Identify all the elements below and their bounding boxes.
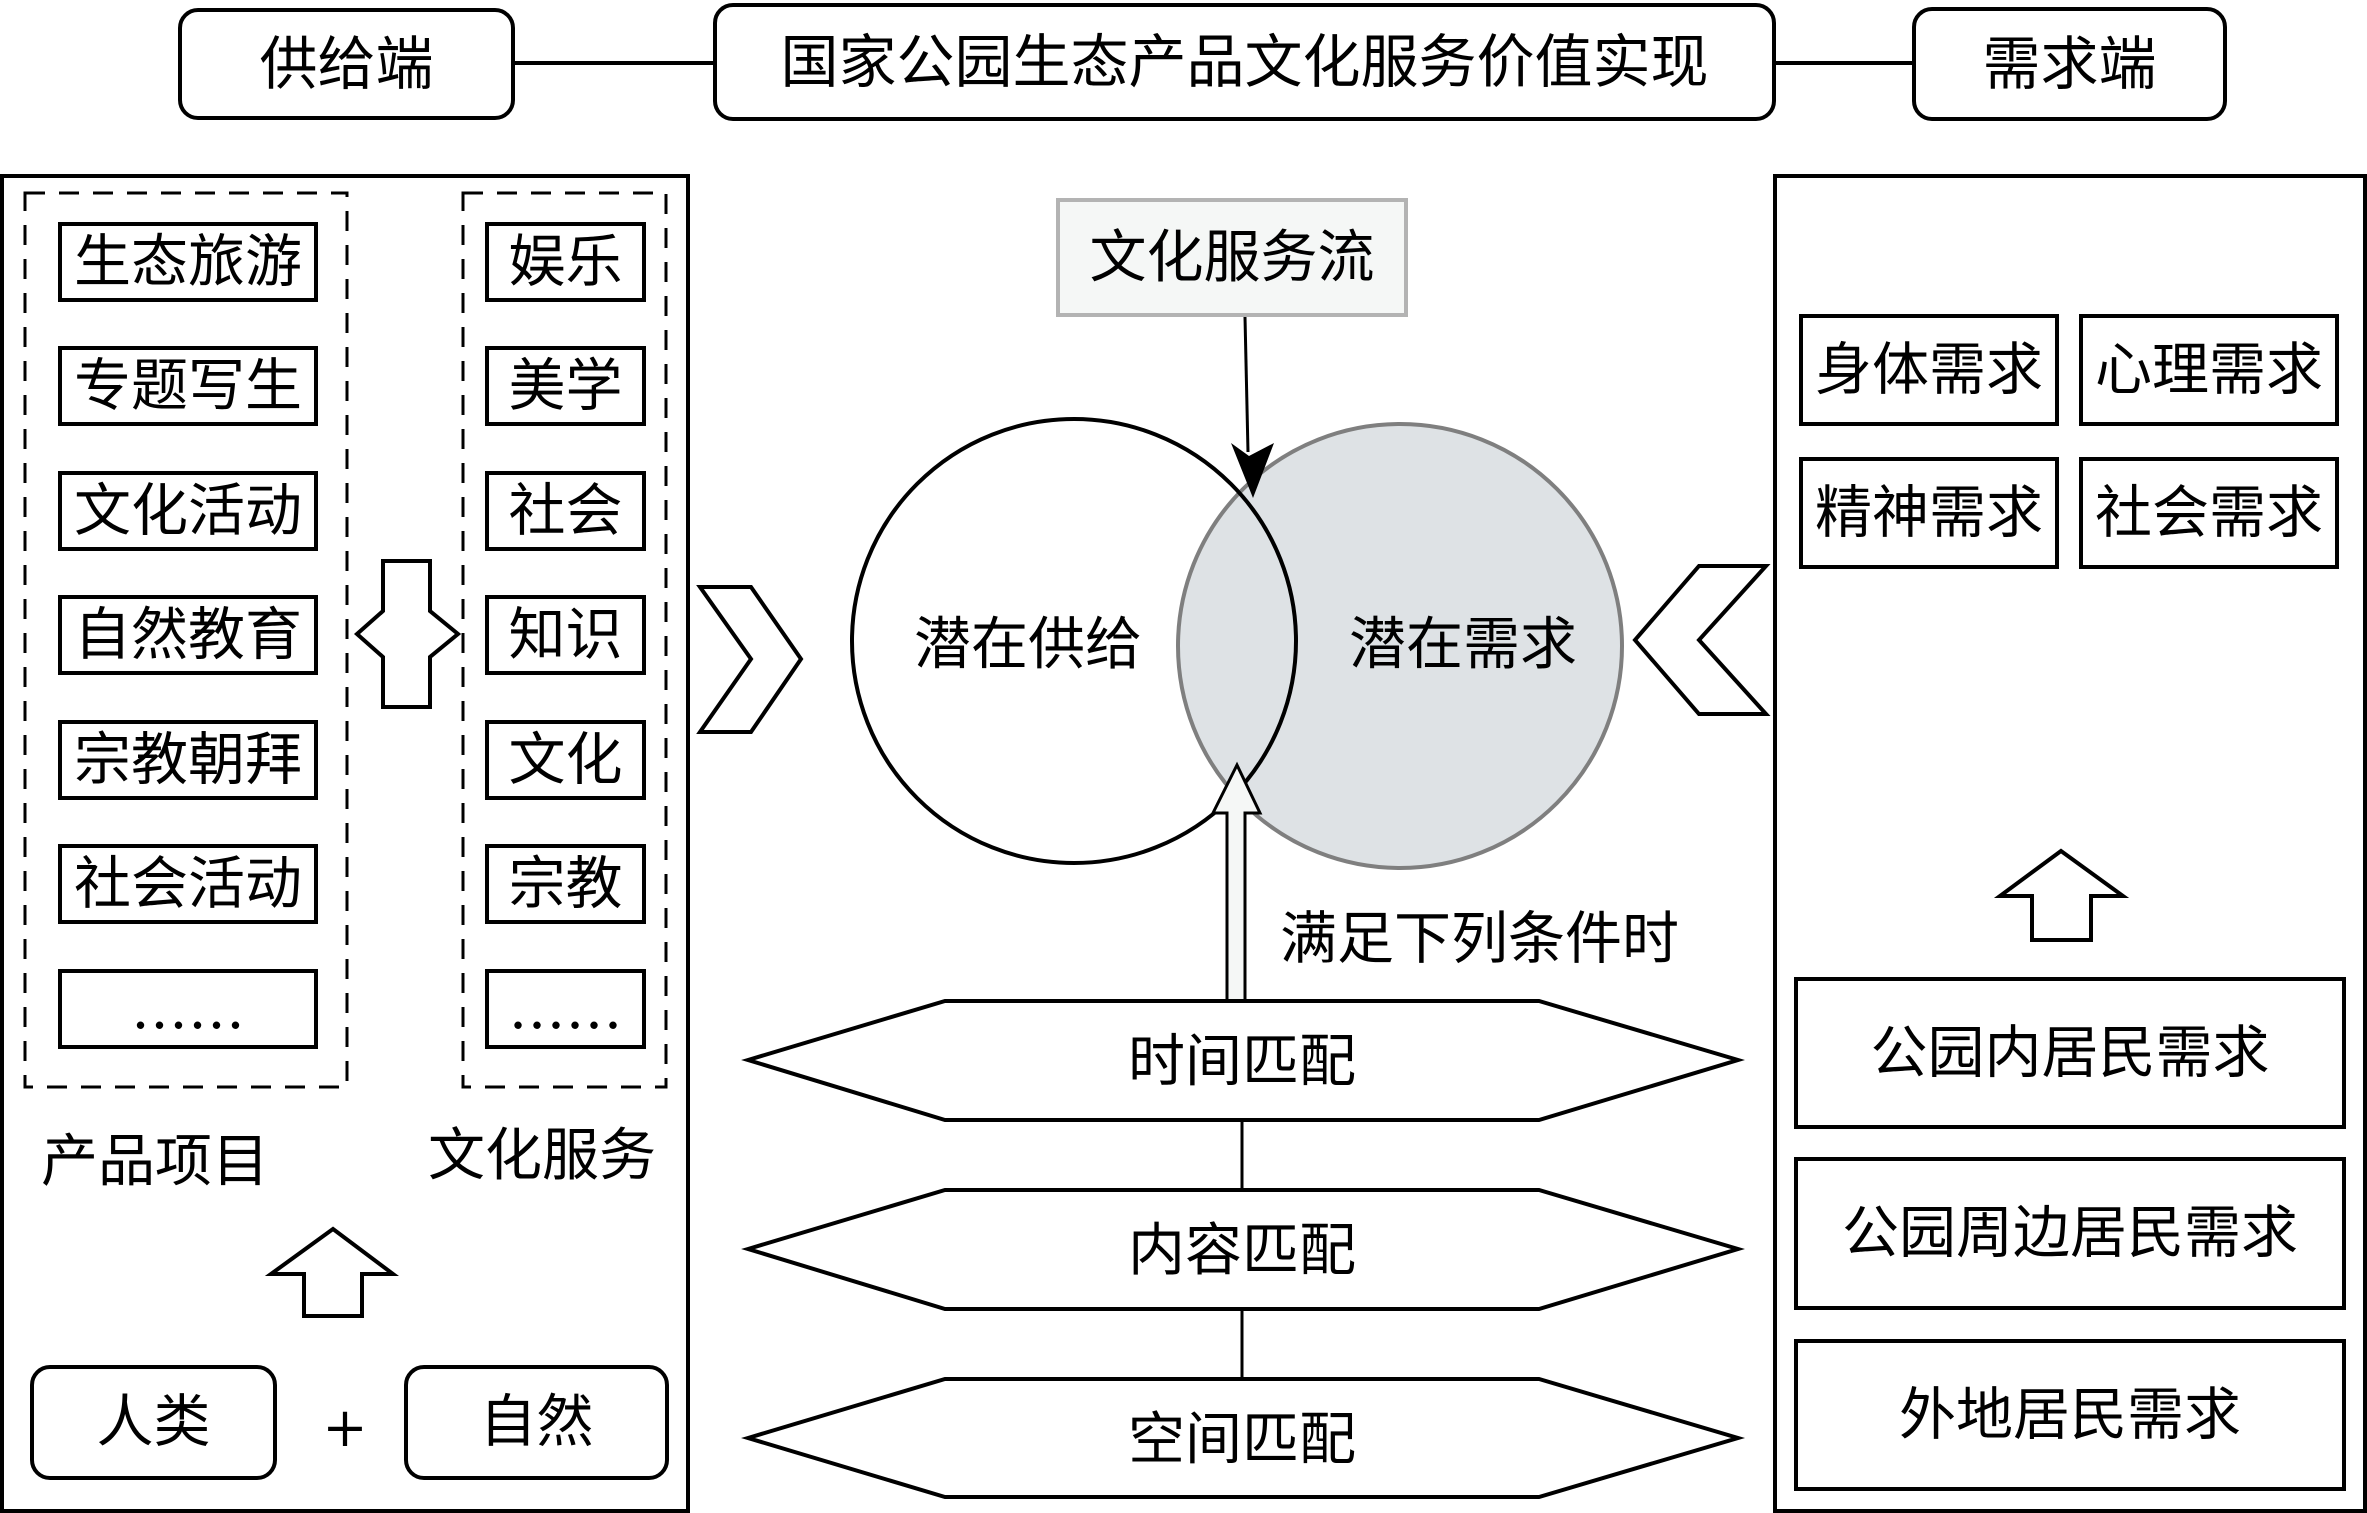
cultural-service-item: 美学 [485, 346, 646, 426]
resident-demand-item: 公园周边居民需求 [1794, 1157, 2346, 1310]
page-title: 国家公园生态产品文化服务价值实现 [713, 3, 1776, 121]
up-arrow-icon [264, 1226, 399, 1318]
product-item: 生态旅游 [58, 222, 318, 302]
cultural-services-label: 文化服务 [428, 1122, 656, 1189]
need-item: 精神需求 [1799, 457, 2059, 569]
product-items-group [23, 191, 349, 1089]
resident-demand-item: 公园内居民需求 [1794, 977, 2346, 1129]
cultural-service-item: 文化 [485, 720, 646, 800]
double-arrow-icon [353, 559, 462, 709]
cultural-service-item: …… [485, 969, 646, 1049]
potential-demand-circle [1176, 422, 1624, 870]
potential-supply-label: 潜在供给 [914, 611, 1142, 678]
hexagon-time-match [741, 999, 1745, 1122]
potential-demand-label: 潜在需求 [1349, 611, 1577, 678]
flow-label: 文化服务流 [1089, 224, 1375, 291]
hexagon-space-match [741, 1377, 1746, 1499]
source-nature: 自然 [404, 1365, 669, 1480]
cultural-service-item: 娱乐 [485, 222, 646, 302]
product-item: 宗教朝拜 [58, 720, 318, 800]
chevron-right-icon [696, 585, 804, 734]
cultural-services-group [461, 191, 668, 1089]
potential-supply-circle [850, 417, 1298, 865]
match-label-content: 内容匹配 [1128, 1217, 1356, 1284]
down-arrow-icon [1231, 443, 1274, 498]
up-arrow-icon [1993, 848, 2130, 942]
chevron-left-icon [1632, 564, 1771, 716]
cultural-service-item: 社会 [485, 471, 646, 551]
flow-arrow-shaft [1243, 316, 1250, 453]
hollow-up-arrow-icon [1210, 761, 1263, 1003]
resident-demand-item: 外地居民需求 [1794, 1339, 2346, 1491]
need-item: 心理需求 [2079, 314, 2339, 426]
match-label-space: 空间匹配 [1128, 1406, 1356, 1473]
product-item: 文化活动 [58, 471, 318, 551]
match-label-time: 时间匹配 [1128, 1028, 1356, 1095]
product-item: …… [58, 969, 318, 1049]
cultural-service-item: 知识 [485, 595, 646, 675]
product-item: 自然教育 [58, 595, 318, 675]
need-item: 社会需求 [2079, 457, 2339, 569]
plus-sign: + [322, 1396, 368, 1459]
need-item: 身体需求 [1799, 314, 2059, 426]
hexagon-content-match [741, 1188, 1745, 1311]
source-human: 人类 [30, 1365, 277, 1480]
cultural-service-item: 宗教 [485, 844, 646, 924]
product-items-label: 产品项目 [41, 1128, 269, 1195]
product-item: 社会活动 [58, 844, 318, 924]
demand-side-header: 需求端 [1912, 7, 2227, 121]
flow-box [1056, 198, 1408, 317]
condition-label: 满足下列条件时 [1280, 906, 1679, 972]
product-item: 专题写生 [58, 346, 318, 426]
supply-side-header: 供给端 [178, 8, 515, 120]
